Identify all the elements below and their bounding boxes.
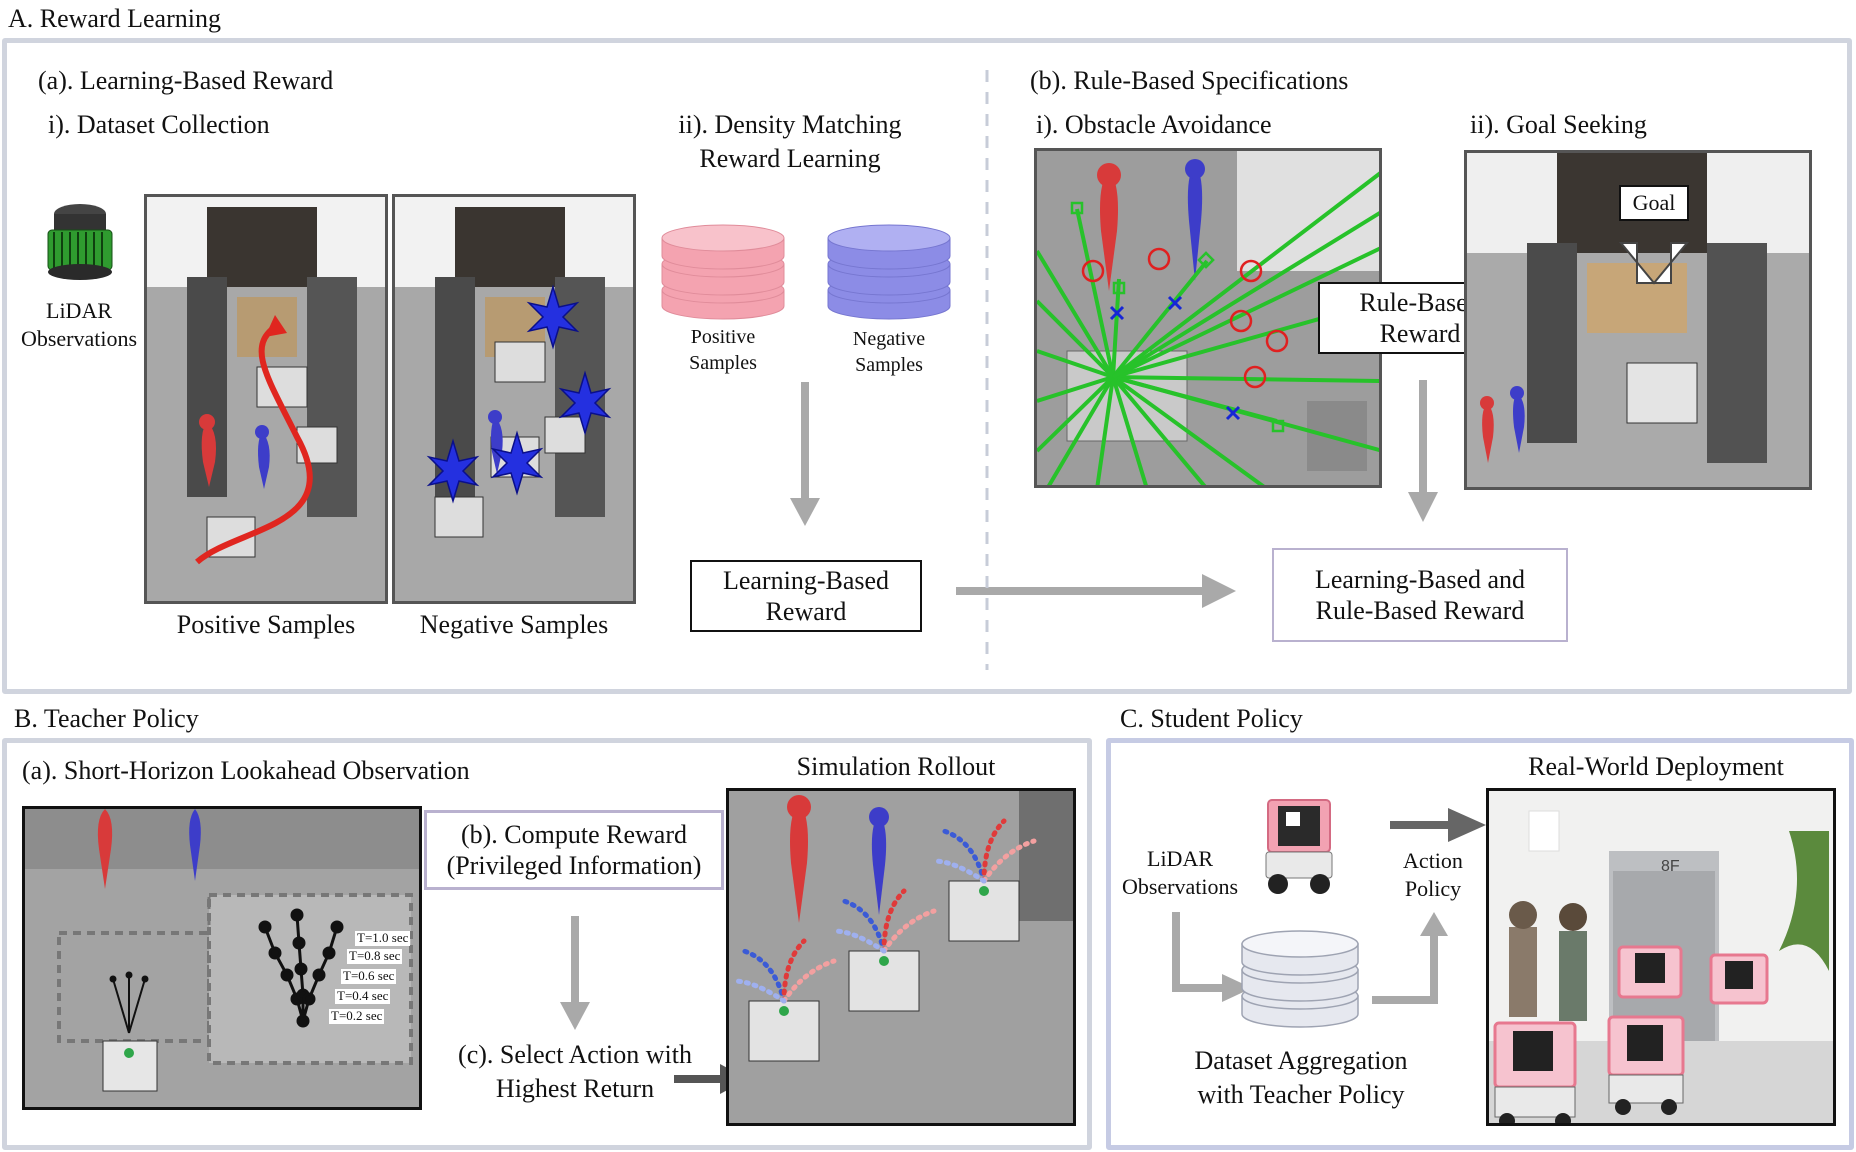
trajectory-arrow <box>195 324 313 565</box>
negative-samples-image <box>392 194 636 604</box>
lidar-label-line1: LiDAR <box>46 298 112 323</box>
section-c-title: C. Student Policy <box>1120 704 1303 733</box>
compute-reward-line1: (b). Compute Reward <box>460 819 687 849</box>
density-matching-title-line1: ii). Density Matching <box>678 110 902 139</box>
db-negative-label-line1: Negative <box>852 328 926 350</box>
dataset-collection-title: i). Dataset Collection <box>48 110 270 139</box>
learning-based-reward-line1: Learning-Based <box>722 565 890 595</box>
arrow-density-to-reward <box>790 382 820 526</box>
goal-label: Goal <box>1619 185 1689 221</box>
lookahead-observation-title: (a). Short-Horizon Lookahead Observation <box>22 756 470 785</box>
db-positive-label-line1: Positive <box>690 326 756 348</box>
real-world-deployment-image: 8F <box>1486 788 1836 1126</box>
time-label-3: T=0.6 sec <box>341 968 397 984</box>
rule-based-reward-line1: Rule-Based <box>1359 287 1481 317</box>
positive-samples-image <box>144 194 388 604</box>
section-a-title: A. Reward Learning <box>8 4 221 33</box>
learning-based-reward-title: (a). Learning-Based Reward <box>38 66 334 95</box>
arrow-compute-to-select <box>560 916 590 1030</box>
goal-seeking-image: Goal <box>1464 150 1812 490</box>
negative-samples-label: Negative Samples <box>419 610 609 639</box>
db-negative-label-line2: Samples <box>855 354 923 376</box>
dataset-aggregation-line2: with Teacher Policy <box>1197 1080 1405 1109</box>
density-matching-title-line2: Reward Learning <box>699 144 881 173</box>
time-label-4: T=0.4 sec <box>335 988 391 1004</box>
time-label-2: T=0.8 sec <box>347 948 403 964</box>
dataset-aggregation-line1: Dataset Aggregation <box>1194 1046 1408 1075</box>
combined-reward-line1: Learning-Based and <box>1314 564 1526 594</box>
action-policy-line2: Policy <box>1404 876 1462 901</box>
robot-icon <box>1265 799 1333 894</box>
combined-reward-box: Learning-Based and Rule-Based Reward <box>1272 548 1568 642</box>
lidar-label-line2: Observations <box>20 326 138 351</box>
select-action-line2: Highest Return <box>495 1074 655 1103</box>
positive-samples-label: Positive Samples <box>176 610 356 639</box>
dataset-database-icon <box>1241 930 1359 1028</box>
time-label-5: T=0.2 sec <box>329 1008 385 1024</box>
select-action-line1: (c). Select Action with <box>458 1040 692 1069</box>
rule-based-reward-line2: Reward <box>1379 319 1461 348</box>
arrow-lidar-to-dataset <box>1172 912 1252 1002</box>
arrow-to-action-policy <box>1390 808 1486 842</box>
positive-samples-database-icon <box>661 224 785 320</box>
negative-samples-database-icon <box>827 224 951 320</box>
arrow-learning-to-combined <box>956 574 1236 608</box>
arrow-dataset-to-policy <box>1372 912 1448 1004</box>
arrow-rule-to-combined <box>1408 380 1438 522</box>
db-positive-label-line2: Samples <box>689 352 757 374</box>
obstacle-avoidance-title: i). Obstacle Avoidance <box>1036 110 1272 139</box>
goal-seeking-title: ii). Goal Seeking <box>1470 110 1647 139</box>
student-lidar-line1: LiDAR <box>1147 846 1213 871</box>
section-divider <box>985 70 989 670</box>
learning-based-reward-line2: Reward <box>765 597 847 626</box>
action-policy-line1: Action <box>1403 848 1463 873</box>
rule-based-spec-title: (b). Rule-Based Specifications <box>1030 66 1349 95</box>
lidar-sensor-icon <box>47 204 113 280</box>
section-b-title: B. Teacher Policy <box>14 704 199 733</box>
compute-reward-box: (b). Compute Reward (Privileged Informat… <box>424 810 724 890</box>
lookahead-observation-image: T=1.0 sec T=0.8 sec T=0.6 sec T=0.4 sec … <box>22 806 422 1110</box>
combined-reward-line2: Rule-Based Reward <box>1315 596 1525 625</box>
real-world-title: Real-World Deployment <box>1528 752 1784 781</box>
simulation-rollout-image <box>726 788 1076 1126</box>
learning-based-reward-box: Learning-Based Reward <box>690 560 922 632</box>
time-label-1: T=1.0 sec <box>355 930 411 946</box>
compute-reward-line2: (Privileged Information) <box>446 851 702 880</box>
simulation-rollout-title: Simulation Rollout <box>796 752 996 781</box>
student-lidar-line2: Observations <box>1121 874 1239 899</box>
floor-sign: 8F <box>1661 858 1680 875</box>
